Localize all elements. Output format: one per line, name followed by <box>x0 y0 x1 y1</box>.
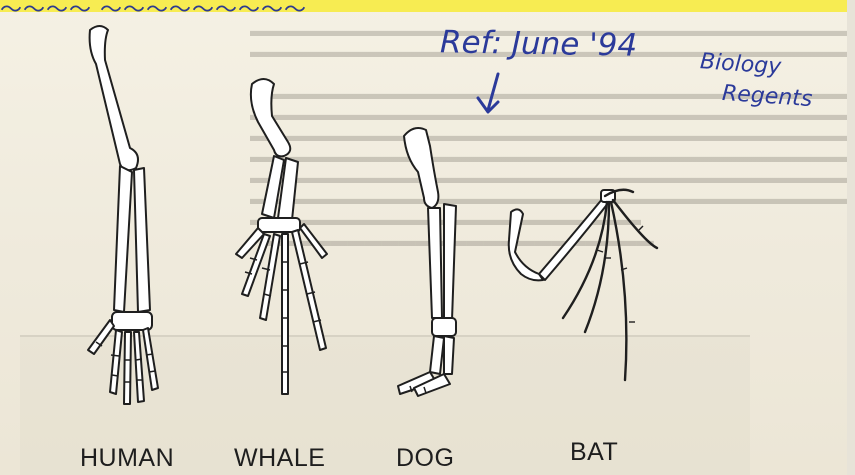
reference-note: Ref: June '94 <box>440 24 638 63</box>
label-dog: DOG <box>396 444 454 473</box>
whale-limb <box>222 72 337 402</box>
down-arrow-icon <box>472 70 512 120</box>
bat-limb <box>505 182 665 392</box>
page-edge <box>847 0 855 475</box>
dog-limb <box>390 122 490 402</box>
label-bat: BAT <box>570 438 618 467</box>
label-human: HUMAN <box>80 444 174 473</box>
label-whale: WHALE <box>234 444 325 473</box>
human-limb <box>80 20 180 410</box>
